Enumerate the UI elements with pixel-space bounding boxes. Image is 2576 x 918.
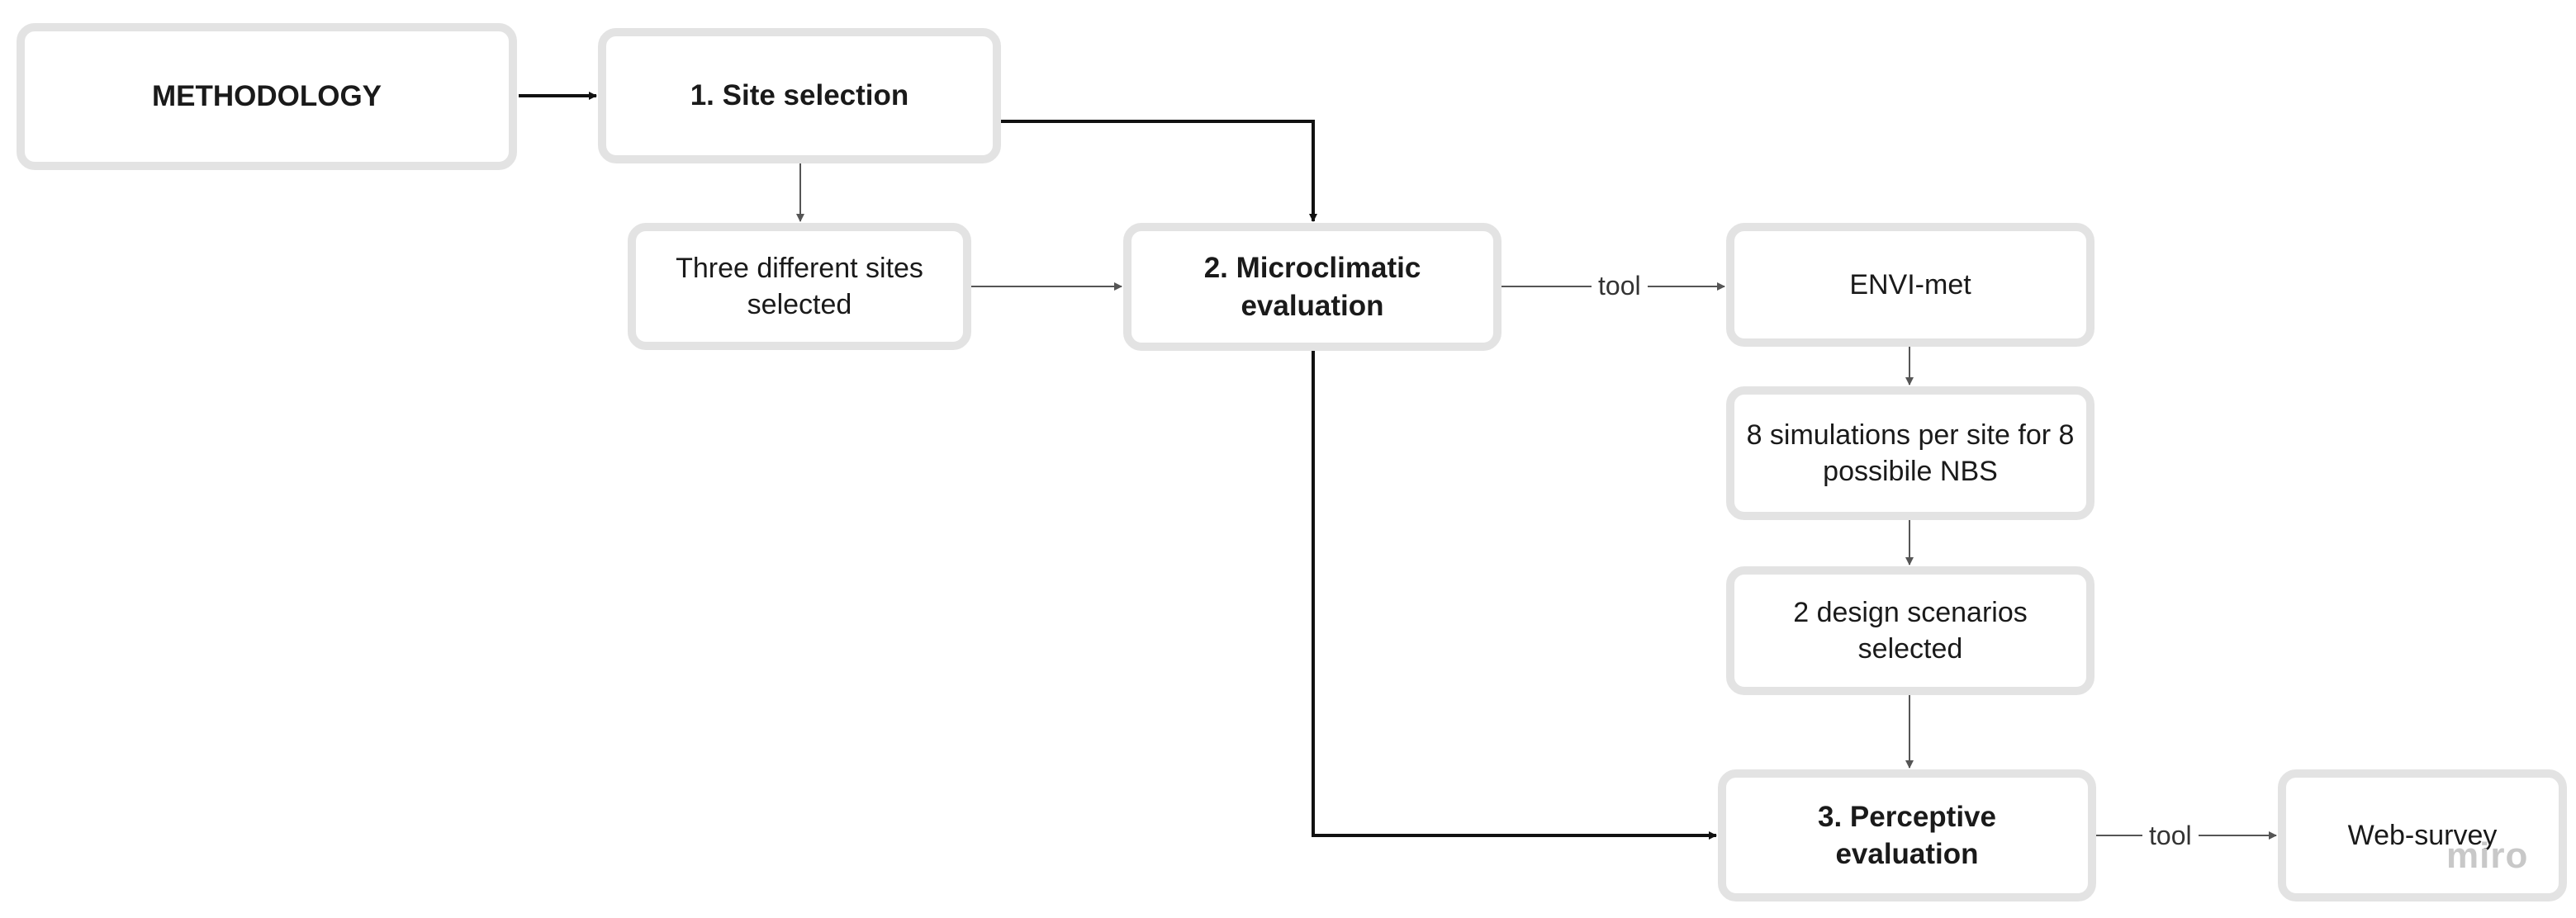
node-three-different-sites: Three different sites selected bbox=[628, 223, 971, 350]
node-simulations-label: 8 simulations per site for 8 possibile N… bbox=[1746, 419, 2075, 487]
node-three-different-sites-label: Three different sites selected bbox=[676, 252, 923, 320]
node-envimet-label: ENVI-met bbox=[1849, 268, 1971, 300]
node-methodology: METHODOLOGY bbox=[17, 23, 517, 170]
node-design-scenarios: 2 design scenarios selected bbox=[1726, 566, 2094, 695]
node-envimet: ENVI-met bbox=[1726, 223, 2094, 347]
node-methodology-label: METHODOLOGY bbox=[151, 80, 382, 113]
node-design-scenarios-label: 2 design scenarios selected bbox=[1793, 596, 2028, 665]
node-perceptive-evaluation: 3. Perceptive evaluation bbox=[1718, 769, 2096, 901]
node-perceptive-evaluation-label: 3. Perceptive evaluation bbox=[1818, 800, 1996, 871]
node-simulations: 8 simulations per site for 8 possibile N… bbox=[1726, 386, 2094, 520]
node-microclimatic-evaluation-label: 2. Microclimatic evaluation bbox=[1203, 252, 1421, 322]
edge-label-tool-websurvey: tool bbox=[2142, 819, 2199, 852]
arrow-site-selection-to-microclimatic bbox=[999, 120, 1317, 222]
node-site-selection: 1. Site selection bbox=[598, 28, 1001, 163]
node-web-survey-label: Web-survey bbox=[2347, 819, 2498, 851]
miro-watermark: miro bbox=[2446, 835, 2529, 876]
node-site-selection-label: 1. Site selection bbox=[690, 79, 909, 112]
arrow-microclimatic-to-perceptive bbox=[1312, 351, 1717, 840]
node-web-survey: Web-survey bbox=[2278, 769, 2567, 901]
edge-label-tool-envimet: tool bbox=[1592, 269, 1648, 302]
node-microclimatic-evaluation: 2. Microclimatic evaluation bbox=[1123, 223, 1501, 351]
